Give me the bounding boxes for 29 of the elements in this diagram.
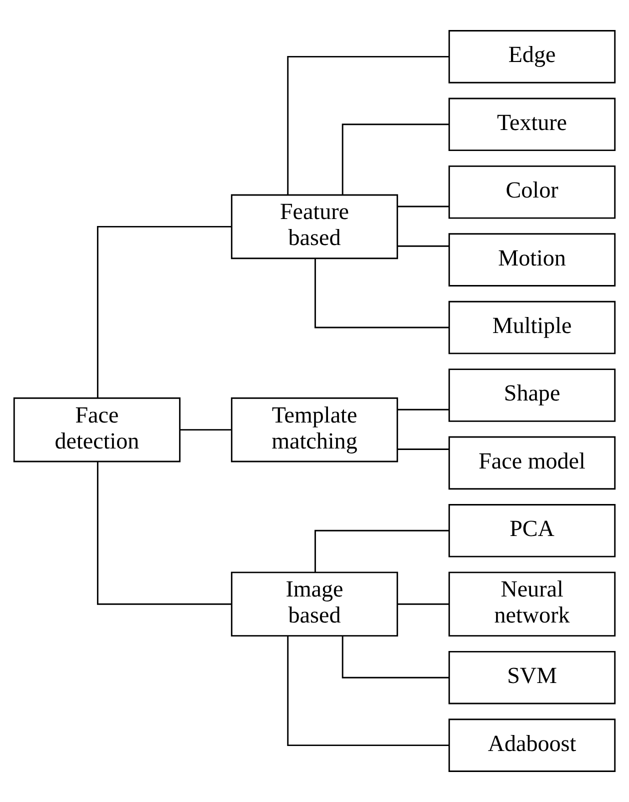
node-box: SVM xyxy=(448,650,616,704)
node-box: Template matching xyxy=(230,397,398,462)
node-box: Face detection xyxy=(13,397,181,462)
node-box: PCA xyxy=(448,504,616,558)
node-box: Feature based xyxy=(230,194,398,260)
node-box: Neural network xyxy=(448,572,616,637)
connector xyxy=(397,245,450,247)
connector xyxy=(314,530,449,572)
connector xyxy=(397,408,450,410)
connector xyxy=(397,448,450,450)
node-box: Edge xyxy=(448,30,616,84)
node-box: Texture xyxy=(448,98,616,152)
node-box: Color xyxy=(448,165,616,219)
connector xyxy=(287,636,449,746)
connector xyxy=(180,429,232,431)
connector xyxy=(342,124,449,195)
node-box: Adaboost xyxy=(448,718,616,772)
connector xyxy=(287,56,449,195)
node-box: Multiple xyxy=(448,300,616,354)
connector xyxy=(96,226,232,398)
connector xyxy=(314,258,449,328)
connector xyxy=(342,636,449,678)
connector xyxy=(397,206,450,208)
node-box: Face model xyxy=(448,436,616,490)
node-box: Shape xyxy=(448,368,616,422)
connector xyxy=(397,603,450,605)
connector xyxy=(96,462,232,605)
node-box: Motion xyxy=(448,233,616,286)
node-box: Image based xyxy=(230,572,398,637)
